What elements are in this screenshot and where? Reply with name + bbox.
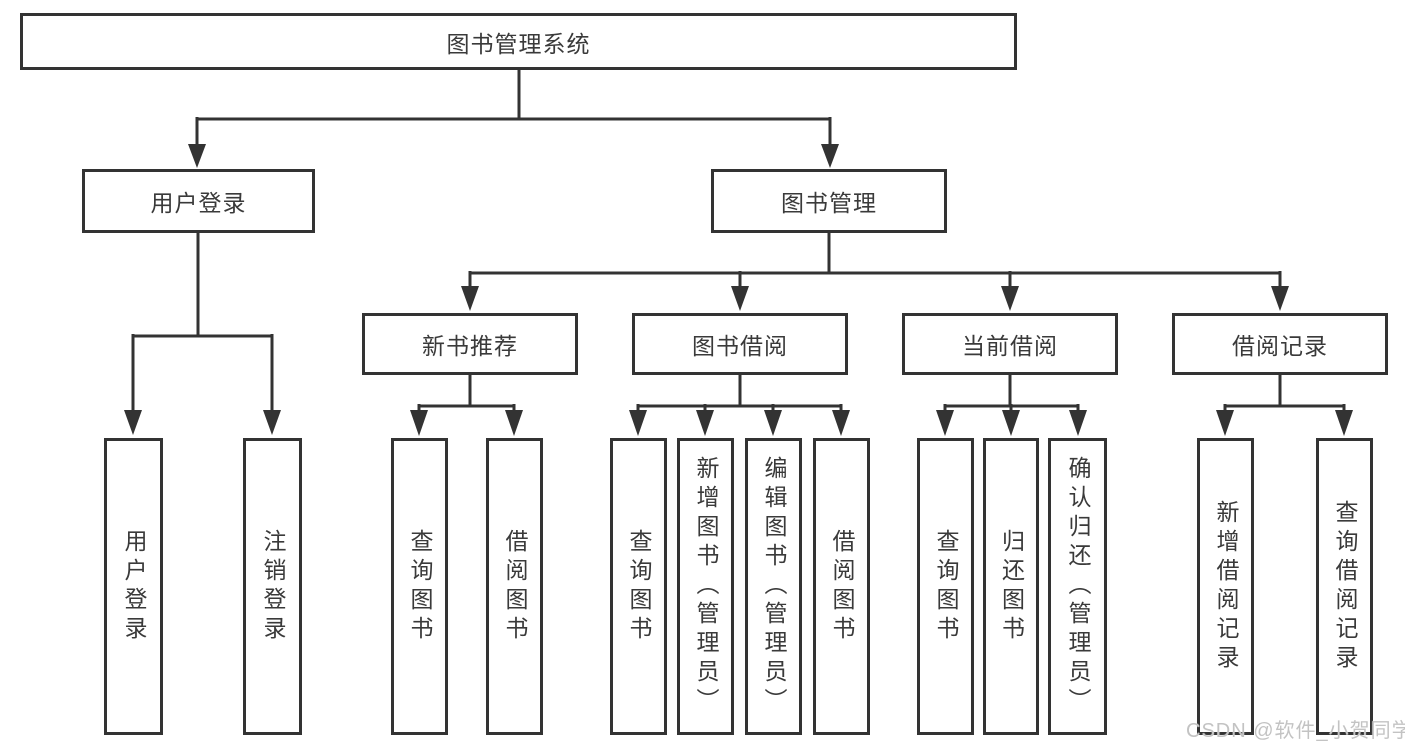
leaf-borrow-books-borrowing: 借阅图书 [813, 438, 870, 735]
node-label: 图书管理 [781, 190, 877, 216]
leaf-query-books-recommend: 查询图书 [391, 438, 448, 735]
leaf-label: 查询图书 [407, 528, 433, 645]
leaf-label: 查询图书 [933, 528, 959, 645]
node-label: 当前借阅 [962, 333, 1058, 359]
leaf-label: 确认归还（管理员） [1065, 456, 1091, 717]
node-label: 借阅记录 [1232, 333, 1328, 359]
leaf-user-login: 用户登录 [104, 438, 163, 735]
leaf-label: 查询图书 [626, 528, 652, 645]
leaf-label: 借阅图书 [829, 528, 855, 645]
leaf-label: 查询借阅记录 [1332, 499, 1358, 674]
connector-current-borrowing-leaves [936, 375, 1087, 436]
connector-book-mgmt-to-level3 [461, 233, 1289, 311]
leaf-add-borrow-record: 新增借阅记录 [1197, 438, 1254, 735]
leaf-query-borrow-record: 查询借阅记录 [1316, 438, 1373, 735]
leaf-label: 编辑图书（管理员） [761, 456, 787, 717]
node-label: 图书借阅 [692, 333, 788, 359]
leaf-label: 注销登录 [260, 528, 286, 645]
leaf-query-books-current: 查询图书 [917, 438, 974, 735]
leaf-logout-login: 注销登录 [243, 438, 302, 735]
node-book-management: 图书管理 [711, 169, 947, 233]
node-user-login: 用户登录 [82, 169, 315, 233]
leaf-borrow-books-recommend: 借阅图书 [486, 438, 543, 735]
leaf-query-books-borrowing: 查询图书 [610, 438, 667, 735]
node-label: 用户登录 [150, 190, 247, 216]
node-current-borrowing: 当前借阅 [902, 313, 1118, 375]
node-label: 图书管理系统 [446, 30, 591, 57]
leaf-edit-books-admin: 编辑图书（管理员） [745, 438, 802, 735]
leaf-label: 归还图书 [998, 528, 1025, 645]
node-new-book-recommend: 新书推荐 [362, 313, 578, 375]
node-book-borrowing: 图书借阅 [632, 313, 848, 375]
leaf-label: 借阅图书 [502, 528, 528, 645]
leaf-label: 新增图书（管理员） [693, 456, 719, 717]
leaf-label: 用户登录 [121, 528, 147, 645]
leaf-label: 新增借阅记录 [1213, 499, 1239, 674]
connector-book-borrowing-leaves [629, 375, 850, 436]
connector-root-to-level2 [188, 69, 839, 168]
node-library-management-system: 图书管理系统 [20, 13, 1017, 70]
connector-borrowing-records-leaves [1216, 375, 1353, 436]
csdn-watermark: CSDN @软件_小贺同学 [1186, 720, 1405, 742]
node-label: 新书推荐 [422, 333, 518, 359]
connector-user-login-branch [124, 233, 281, 435]
leaf-return-books: 归还图书 [983, 438, 1039, 735]
leaf-confirm-return-admin: 确认归还（管理员） [1048, 438, 1107, 735]
leaf-add-books-admin: 新增图书（管理员） [677, 438, 734, 735]
node-borrowing-records: 借阅记录 [1172, 313, 1388, 375]
connector-new-book-recommend-leaves [410, 375, 523, 436]
